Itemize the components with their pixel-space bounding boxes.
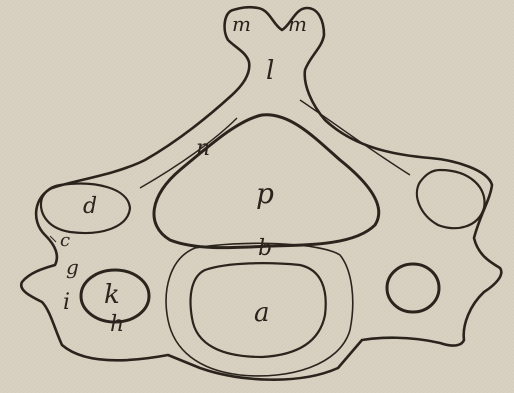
label-c: c: [60, 232, 70, 250]
label-a: a: [254, 300, 270, 326]
label-k: k: [104, 282, 120, 308]
label-d: d: [83, 196, 97, 218]
label-m-right: m: [288, 14, 307, 34]
label-l: l: [266, 58, 274, 84]
label-m-left: m: [232, 14, 251, 34]
label-i: i: [63, 292, 70, 314]
label-p: p: [256, 180, 274, 208]
label-h: h: [110, 314, 124, 336]
label-n: n: [196, 138, 210, 160]
label-b: b: [258, 238, 272, 260]
label-g: g: [66, 257, 79, 277]
